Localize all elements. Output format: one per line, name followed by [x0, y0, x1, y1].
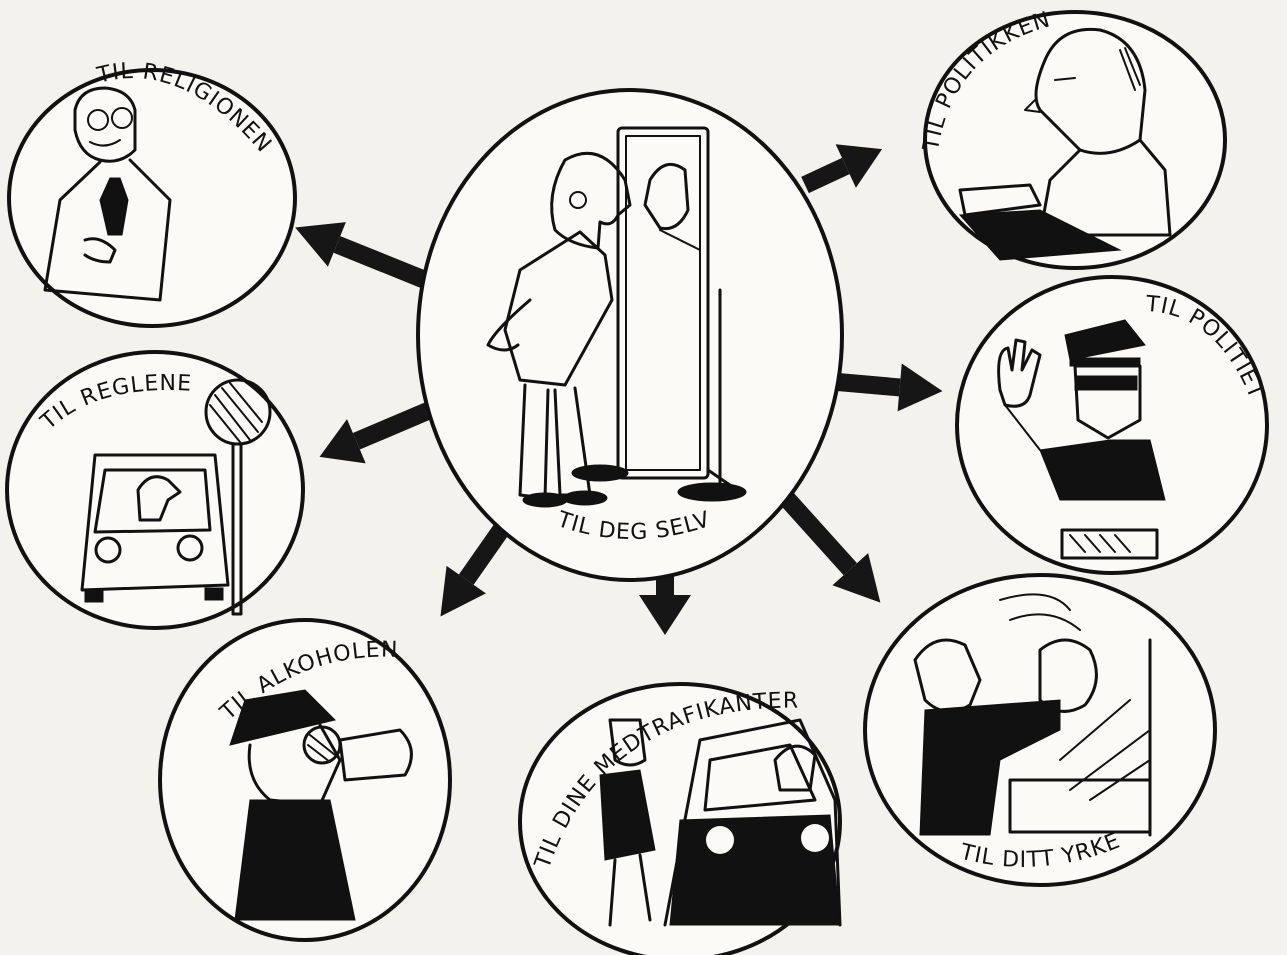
node-medtrafikanter: TIL DINE MEDTRAFIKANTER [518, 682, 842, 955]
politikken-circle [923, 10, 1227, 270]
pedestrian-and-car-illustration [599, 718, 842, 927]
alkoholen-circle [158, 618, 452, 942]
node-center: TIL DEG SELV [416, 88, 844, 582]
node-religionen: TIL RELIGIONEN [7, 59, 297, 328]
node-politiet: TIL POLITIET [955, 275, 1269, 575]
node-alkoholen: TIL ALKOHOLEN [158, 618, 452, 942]
car-and-sign-illustration [80, 378, 272, 616]
node-reglene: TIL REGLENE [5, 350, 305, 630]
religionen-circle [7, 68, 297, 328]
arrow-to-reglene [319, 401, 434, 464]
center-circle [416, 88, 844, 582]
arrow-to-politikken [801, 144, 883, 194]
worker-illustration [913, 593, 1152, 837]
node-politikken: TIL POLITIKKEN [919, 7, 1227, 270]
reglene-circle [5, 350, 305, 630]
mirror-scene-illustration [486, 126, 747, 508]
politician-illustration [958, 27, 1172, 261]
node-yrke: TIL DITT YRKE [863, 573, 1217, 887]
drinker-illustration [229, 689, 413, 921]
policeman-illustration [997, 319, 1166, 560]
arrow-to-religionen [295, 222, 429, 289]
priest-illustration [43, 86, 172, 302]
